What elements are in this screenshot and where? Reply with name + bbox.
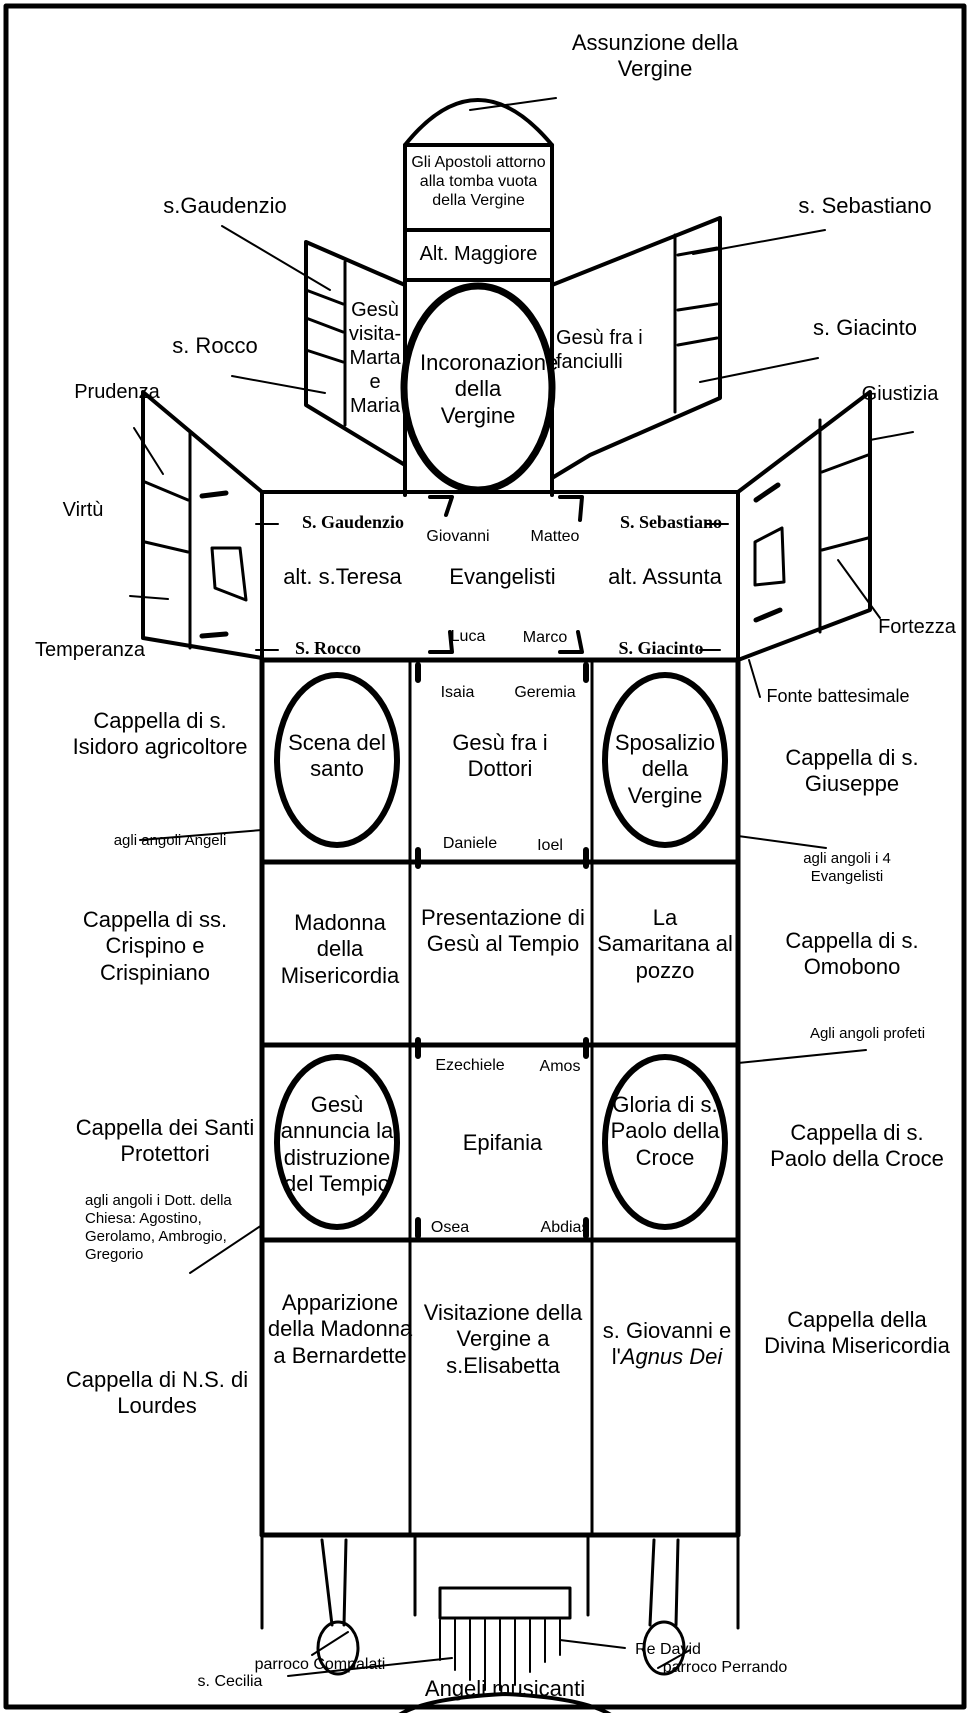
label-dottori-chiesa: agli angoli i Dott. della Chiesa: Agosti… — [85, 1192, 232, 1263]
label-samaritana: La Samaritana al pozzo — [597, 905, 733, 983]
label-giustizia: Giustizia — [861, 383, 939, 405]
label-angoli-evangelisti: agli angoli i 4 Evangelisti — [803, 850, 891, 885]
label-re-david: Re David — [635, 1641, 701, 1658]
label-apparizione: Apparizione della Madonna a Bernardette — [267, 1290, 413, 1368]
label-incoronazione: Incoronazione della Vergine — [420, 350, 559, 428]
label-gesu-fanciulli: Gesù fra i fanciulli — [556, 327, 643, 373]
label-angeli-musicanti: Angeli musicanti — [424, 1676, 586, 1701]
label-luca: Luca — [450, 628, 486, 645]
label-gesu-marta: Gesù visita-Marta e Maria — [348, 299, 402, 417]
label-alt-teresa: alt. s.Teresa — [283, 564, 402, 589]
label-cappella-isidoro: Cappella di s. Isidoro agricoltore — [72, 708, 248, 760]
label-alt-assunta: alt. Assunta — [608, 564, 722, 589]
label-angoli-angeli: agli angoli Angeli — [113, 832, 227, 849]
label-daniele: Daniele — [442, 835, 498, 852]
label-evangelisti: Evangelisti — [449, 564, 556, 589]
label-giovanni-agnus: s. Giovanni e l'Agnus Dei — [596, 1318, 738, 1371]
label-epifania: Epifania — [462, 1130, 543, 1155]
label-cappella-paolo-croce: Cappella di s. Paolo della Croce — [770, 1120, 944, 1172]
musicians-apse — [398, 1692, 612, 1713]
label-temperanza: Temperanza — [34, 639, 146, 661]
label-isaia: Isaia — [440, 684, 475, 701]
label-s-rocco-top: s. Rocco — [172, 333, 258, 358]
label-s-giacinto-top: s. Giacinto — [813, 315, 917, 340]
label-s-gaudenzio: S. Gaudenzio — [301, 512, 405, 532]
label-agnus-dei: Agnus Dei — [620, 1344, 723, 1370]
label-fonte-battesimale: Fonte battesimale — [766, 686, 910, 706]
label-parroco-perrando: parroco Perrando — [662, 1659, 788, 1676]
label-gesu-dottori: Gesù fra i Dottori — [452, 730, 548, 782]
label-virtu: Virtù — [62, 499, 104, 521]
label-altare-maggiore: Alt. Maggiore — [419, 243, 538, 265]
label-amos: Amos — [539, 1058, 581, 1075]
label-parroco-compalati: parroco Compalati — [254, 1656, 386, 1673]
page-frame — [3, 3, 967, 1710]
label-giovanni: Giovanni — [426, 528, 490, 545]
label-marco: Marco — [522, 629, 568, 646]
label-scena-santo: Scena del santo — [288, 730, 386, 782]
label-cappella-misericordia: Cappella della Divina Misericordia — [764, 1307, 950, 1359]
label-s-gaudenzio-top: s.Gaudenzio — [163, 193, 287, 218]
label-s-cecilia: s. Cecilia — [197, 1673, 263, 1690]
label-prudenza: Prudenza — [74, 381, 160, 403]
label-madonna-misericordia: Madonna della Misericordia — [280, 910, 400, 988]
label-osea: Osea — [430, 1219, 470, 1236]
label-apostoli: Gli Apostoli attorno alla tomba vuota de… — [411, 154, 546, 210]
label-s-sebastiano-top: s. Sebastiano — [798, 193, 932, 218]
label-ioel: Ioel — [537, 837, 563, 854]
upper-right-wing — [550, 216, 722, 480]
label-visitazione: Visitazione della Vergine a s.Elisabetta — [423, 1300, 583, 1378]
label-abdias: Abdias — [540, 1219, 590, 1236]
label-matteo: Matteo — [530, 528, 580, 545]
label-sposalizio: Sposalizio della Vergine — [614, 730, 716, 808]
left-virtue-wing — [141, 390, 264, 660]
label-gloria-paolo: Gloria di s. Paolo della Croce — [610, 1092, 720, 1170]
label-s-sebastiano: S. Sebastiano — [619, 512, 723, 532]
label-cappella-protettori: Cappella dei Santi Protettori — [75, 1115, 255, 1167]
label-ezechiele: Ezechiele — [435, 1057, 505, 1074]
label-cappella-lourdes: Cappella di N.S. di Lourdes — [65, 1367, 249, 1419]
apse-dome — [403, 98, 554, 147]
label-assunzione: Assunzione della Vergine — [571, 30, 739, 82]
label-fortezza: Fortezza — [878, 616, 956, 638]
label-cappella-giuseppe: Cappella di s. Giuseppe — [785, 745, 919, 797]
label-s-rocco: S. Rocco — [295, 638, 361, 658]
main-altar-box — [403, 228, 554, 282]
label-presentazione: Presentazione di Gesù al Tempio — [421, 905, 585, 957]
label-cappella-omobono: Cappella di s. Omobono — [785, 928, 919, 980]
label-cappella-crispino: Cappella di ss. Crispino e Crispiniano — [82, 907, 228, 985]
label-gesu-annuncia: Gesù annuncia la distruzione del Tempio — [280, 1092, 394, 1197]
label-s-giacinto: S. Giacinto — [618, 638, 704, 658]
label-angoli-profeti: Agli angoli profeti — [809, 1025, 926, 1042]
label-giovanni-agnus-prefix: s. Giovanni e l' — [602, 1318, 732, 1370]
label-geremia: Geremia — [514, 684, 576, 701]
